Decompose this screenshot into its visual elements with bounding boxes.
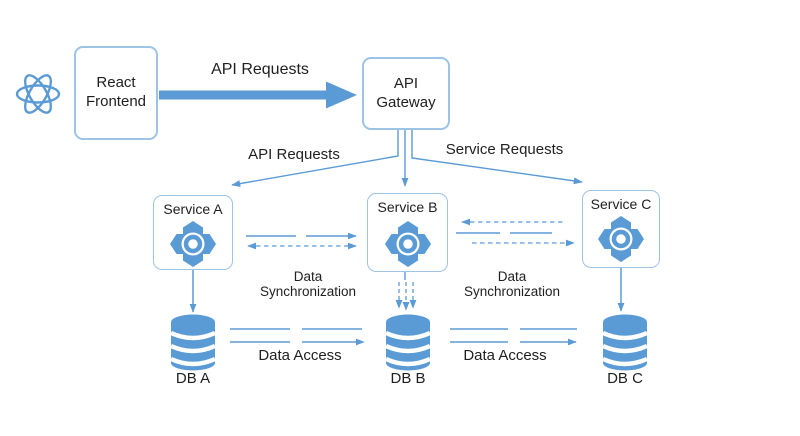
node-service-b-label: Service B (377, 199, 438, 215)
node-api-gateway-label: API Gateway (376, 74, 436, 111)
node-service-b: Service B (367, 193, 448, 272)
node-service-c-label: Service C (590, 196, 652, 212)
service-a-cluster-icon (169, 220, 217, 268)
label-api-requests-branch: API Requests (248, 146, 340, 163)
node-db-c-label: DB C (607, 370, 643, 387)
service-b-cluster-icon (384, 220, 432, 268)
node-db-a-label: DB A (175, 370, 211, 387)
label-data-access-a-b: Data Access (258, 347, 342, 364)
label-service-requests: Service Requests (445, 141, 564, 158)
node-db-b-label: DB B (390, 370, 426, 387)
node-react-frontend: React Frontend (74, 46, 158, 140)
sync-arrows-b-c (456, 218, 575, 247)
node-service-c: Service C (582, 190, 660, 268)
label-api-requests-main: API Requests (211, 61, 309, 78)
db-b-cylinder-icon (386, 315, 430, 371)
sync-arrows-a-b (246, 232, 357, 250)
react-logo-icon (15, 74, 61, 114)
label-data-sync-b-c: Data Synchronization (463, 269, 561, 299)
db-c-cylinder-icon (603, 315, 647, 371)
node-api-gateway: API Gateway (362, 57, 450, 130)
arrow-frontend-to-gateway (159, 81, 357, 109)
service-c-cluster-icon (597, 215, 645, 263)
db-a-cylinder-icon (171, 315, 215, 371)
label-data-access-b-c: Data Access (463, 347, 547, 364)
node-service-a-label: Service A (163, 201, 223, 217)
node-react-frontend-label: React Frontend (85, 74, 147, 110)
node-service-a: Service A (153, 195, 233, 270)
db-access-arrows (230, 328, 577, 346)
label-data-sync-a-b: Data Synchronization (259, 269, 357, 299)
